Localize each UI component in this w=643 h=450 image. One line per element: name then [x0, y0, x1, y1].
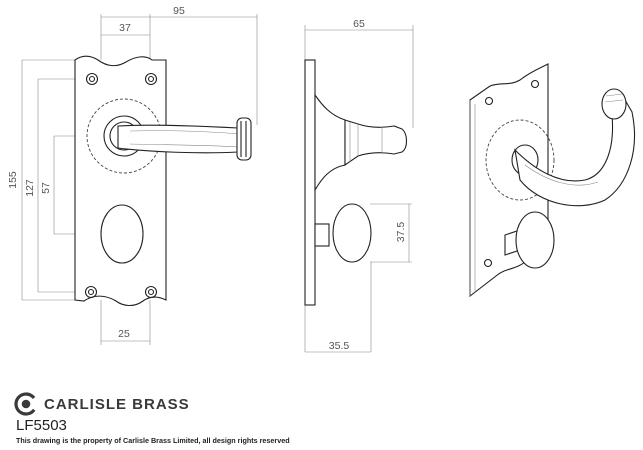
- dim-turn-height: 37.5: [395, 222, 407, 243]
- dim-front-width: 37: [119, 22, 131, 34]
- lever-handle: [117, 124, 247, 154]
- backplate-outline: [74, 55, 167, 307]
- brand-block: CARLISLE BRASS: [14, 392, 190, 416]
- carlisle-brass-logo-icon: [14, 392, 38, 416]
- fixing-hole-top-right: [144, 72, 158, 86]
- front-view: 95 37 25 155 127 57: [7, 5, 258, 345]
- technical-drawing: 95 37 25 155 127 57: [7, 5, 635, 353]
- lever-end-knob: [236, 117, 252, 161]
- fixing-hole-bottom-right: [144, 285, 158, 299]
- brand-name: CARLISLE BRASS: [44, 395, 190, 413]
- turn-knob-side: [332, 203, 372, 263]
- dim-fixing-centres: 127: [24, 179, 36, 197]
- dim-side-projection: 65: [353, 18, 365, 30]
- turn-knob-front: [100, 204, 144, 264]
- side-view: 65 37.5 35.5: [304, 18, 414, 353]
- dim-lever-to-turn: 57: [40, 182, 52, 194]
- product-code: LF5503: [16, 417, 67, 434]
- perspective-lever-knob: [601, 88, 627, 120]
- perspective-view: [469, 63, 635, 298]
- fixing-hole-top-left: [85, 72, 99, 86]
- side-plate-edge: [304, 59, 316, 306]
- dim-turn-width: 25: [118, 328, 130, 340]
- fixing-hole-bottom-left: [84, 285, 98, 299]
- perspective-lever: [514, 99, 635, 207]
- disclaimer-text: This drawing is the property of Carlisle…: [16, 436, 290, 445]
- perspective-turn-knob: [515, 211, 555, 269]
- side-lever-profile: [344, 119, 408, 167]
- dim-overall-projection: 95: [173, 5, 185, 17]
- dim-turn-projection: 35.5: [329, 340, 350, 352]
- dim-plate-height: 155: [7, 171, 19, 189]
